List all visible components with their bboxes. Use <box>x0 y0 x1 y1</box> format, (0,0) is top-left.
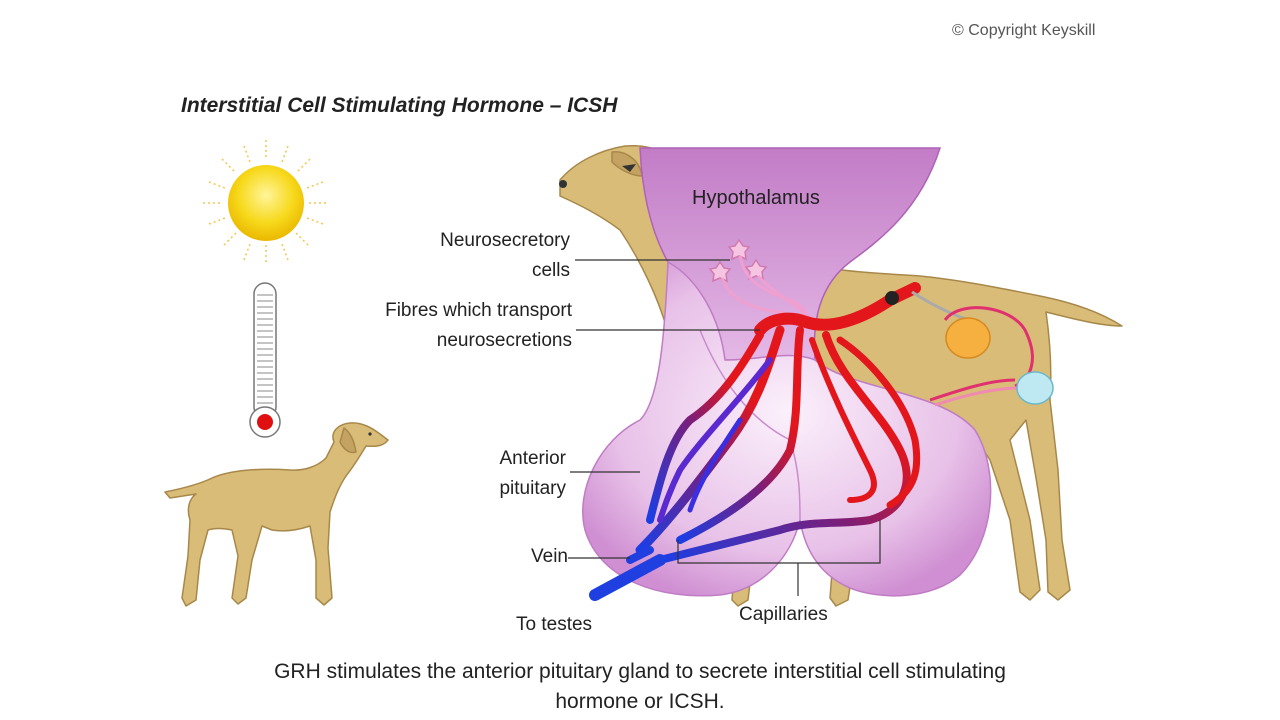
page-title: Interstitial Cell Stimulating Hormone – … <box>181 94 618 117</box>
to-testes-label: To testes <box>516 614 593 635</box>
caption: GRH stimulates the anterior pituitary gl… <box>180 657 1100 717</box>
sun-icon <box>203 140 329 265</box>
neurosecretory-label-line1: Neurosecretory <box>440 230 570 251</box>
testes-illustration <box>885 290 1054 407</box>
dog-icon <box>164 422 389 607</box>
anterior-pituitary-label-line2: pituitary <box>499 478 566 499</box>
caption-line1: GRH stimulates the anterior pituitary gl… <box>274 660 1006 683</box>
caption-line2: hormone or ICSH. <box>555 690 725 713</box>
anterior-pituitary-label: Anterior pituitary <box>440 444 566 504</box>
capillaries-label: Capillaries <box>739 604 828 625</box>
neurosecretory-cells <box>708 238 812 331</box>
hypothalamus-label: Hypothalamus <box>692 187 820 209</box>
leader-lines <box>568 259 881 596</box>
neurosecretory-label: Neurosecretory cells <box>370 226 570 286</box>
neurosecretory-label-line2: cells <box>531 260 570 281</box>
fibres-label-line2: neurosecretions <box>436 330 572 351</box>
fibres-label-line1: Fibres which transport <box>385 300 572 321</box>
fibres-label: Fibres which transport neurosecretions <box>300 296 572 356</box>
anterior-pituitary-label-line1: Anterior <box>499 448 566 469</box>
copyright-text: © Copyright Keyskill <box>952 22 1096 39</box>
vein-label: Vein <box>531 546 568 567</box>
thermometer-icon <box>249 282 281 438</box>
portal-vessels <box>589 282 921 601</box>
